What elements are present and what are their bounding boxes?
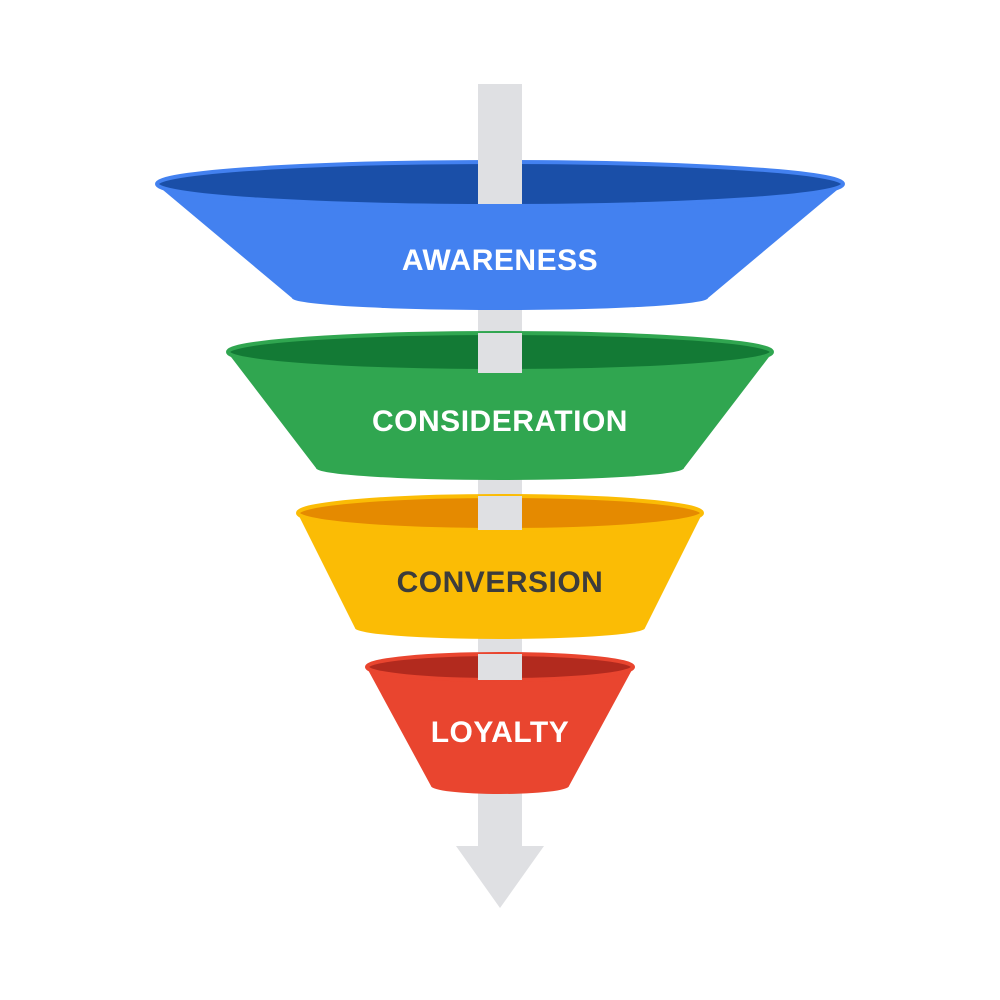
arrow-segment bbox=[478, 160, 522, 204]
arrow-segment bbox=[478, 654, 522, 680]
stage-loyalty: LOYALTY bbox=[365, 652, 635, 794]
stage-conversion-label: CONVERSION bbox=[397, 566, 604, 599]
stage-consideration-label: CONSIDERATION bbox=[372, 405, 628, 438]
stage-consideration-body bbox=[228, 353, 772, 480]
arrow-head bbox=[456, 846, 544, 908]
stage-awareness-label: AWARENESS bbox=[402, 244, 598, 277]
arrow-segment bbox=[478, 333, 522, 373]
stage-awareness: AWARENESS bbox=[155, 160, 845, 310]
stage-awareness-body bbox=[157, 185, 843, 310]
stage-loyalty-label: LOYALTY bbox=[431, 716, 570, 749]
stage-consideration: CONSIDERATION bbox=[226, 331, 774, 480]
stage-conversion-body bbox=[298, 514, 702, 639]
arrow-segment bbox=[478, 496, 522, 530]
stage-loyalty-body bbox=[367, 668, 633, 794]
stage-conversion: CONVERSION bbox=[296, 494, 704, 639]
